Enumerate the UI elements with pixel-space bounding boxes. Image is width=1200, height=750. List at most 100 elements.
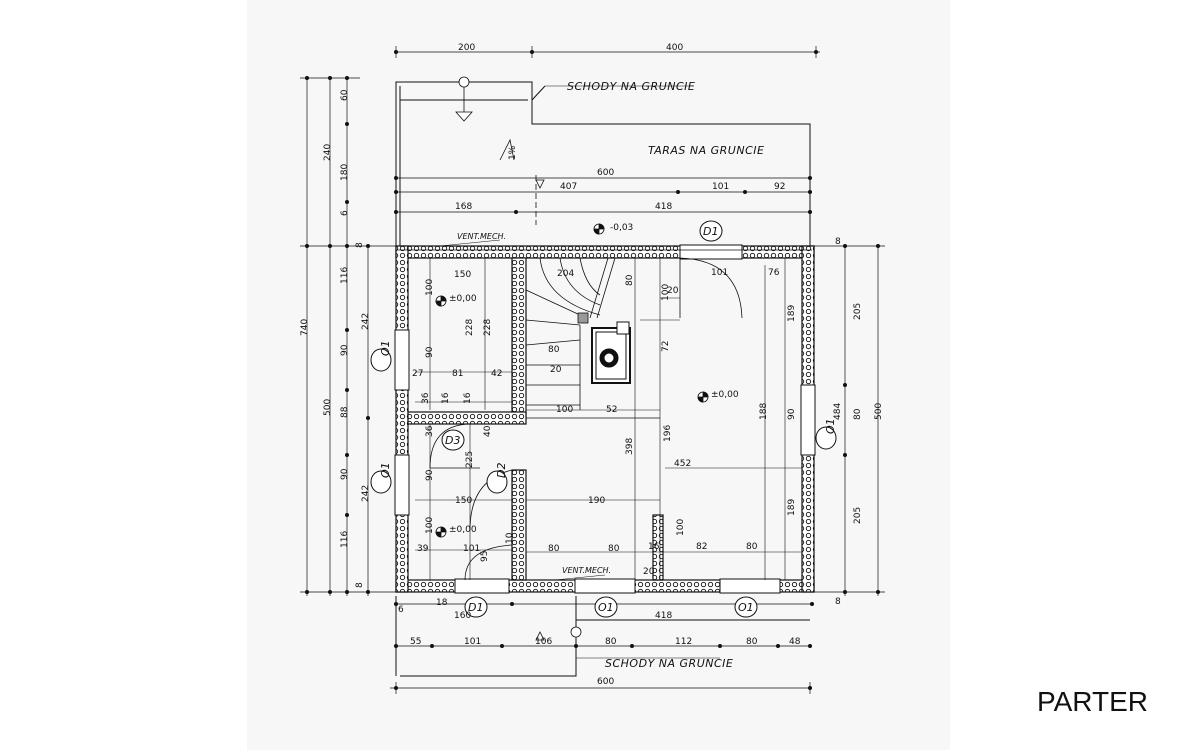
label-stairs-top: SCHODY NA GRUNCIE (567, 80, 695, 93)
tag-d3: D3 (445, 434, 460, 447)
dim-right-8b: 8 (835, 597, 841, 607)
dim-r80a: 80 (625, 274, 635, 286)
label-slope: 1% (508, 145, 518, 160)
dim-b80b: 80 (746, 637, 758, 647)
dim-r101c: 101 (711, 268, 728, 278)
dim-left-242a: 242 (361, 313, 371, 330)
dim-b418: 418 (655, 611, 672, 621)
dim-r81: 81 (452, 369, 463, 379)
dim-r20c: 20 (643, 567, 655, 577)
dim-left-88: 88 (340, 406, 350, 418)
dim-r452: 452 (674, 459, 691, 469)
dim-r16b: 16 (463, 392, 473, 404)
dim-r90a: 90 (425, 346, 435, 358)
dim-101a: 101 (712, 182, 729, 192)
dim-r27: 27 (412, 369, 423, 379)
dim-r228a: 228 (465, 319, 475, 336)
dim-top-200: 200 (458, 43, 475, 53)
dim-r42: 42 (491, 369, 502, 379)
dim-r189a: 189 (787, 305, 797, 322)
wall-openings (394, 244, 816, 594)
dim-left-6a: 6 (340, 210, 350, 216)
tag-d2: D2 (495, 463, 508, 478)
dim-left-116a: 116 (340, 267, 350, 284)
dim-r20a: 20 (667, 286, 679, 296)
dim-r95: 95 (480, 551, 490, 562)
dim-600a: 600 (597, 168, 614, 178)
dim-b600: 600 (597, 677, 614, 687)
leader-vent-top (439, 239, 501, 247)
dim-left-242b: 242 (361, 485, 371, 502)
dim-r150a: 150 (454, 270, 471, 280)
label-vent-top: VENT.MECH. (457, 232, 506, 241)
stair-arrows (455, 76, 582, 641)
dim-left-500: 500 (323, 399, 333, 416)
dim-left-60: 60 (340, 89, 350, 101)
dim-r76: 76 (768, 268, 780, 278)
dim-b48: 48 (789, 637, 801, 647)
dim-right-205a: 205 (853, 303, 863, 320)
label-vent-bottom: VENT.MECH. (562, 566, 611, 575)
tag-circles (370, 220, 837, 618)
dim-r204: 204 (557, 269, 574, 279)
dim-r100b: 100 (425, 517, 435, 534)
dim-92: 92 (774, 182, 785, 192)
dim-b55: 55 (410, 637, 421, 647)
dim-b80a: 80 (605, 637, 617, 647)
tag-o1-left-bottom: O1 (379, 462, 392, 478)
dim-r80d: 80 (608, 544, 620, 554)
chimney (591, 321, 631, 384)
dim-b160: 160 (454, 611, 471, 621)
dim-r36b: 36 (425, 425, 435, 437)
dim-r484: 484 (833, 403, 843, 420)
tag-o1-right: O1 (824, 418, 837, 434)
dim-left-740: 740 (300, 319, 310, 336)
level-room-left-top: ±0,00 (449, 294, 477, 304)
door-swings (429, 257, 743, 581)
dim-top-400: 400 (666, 43, 683, 53)
level-room-left-bottom: ±0,00 (449, 525, 477, 535)
label-stairs-bottom: SCHODY NA GRUNCIE (605, 657, 733, 670)
dim-168: 168 (455, 202, 472, 212)
label-terrace: TARAS NA GRUNCIE (648, 144, 764, 157)
dim-r36a: 36 (421, 392, 431, 404)
dim-r10: 10 (505, 532, 515, 544)
room-lines (408, 257, 802, 580)
staircase (525, 257, 660, 419)
dim-407: 407 (560, 182, 577, 192)
dim-r18: 18 (436, 598, 448, 608)
tag-d1-bottom: D1 (468, 601, 483, 614)
dim-r52: 52 (606, 405, 617, 415)
level-main-room: ±0,00 (711, 390, 739, 400)
dim-r228b: 228 (483, 319, 493, 336)
dim-r80b: 80 (548, 345, 560, 355)
dim-r39: 39 (417, 544, 429, 554)
leader-vent-bottom (554, 574, 606, 581)
dim-r100a: 100 (425, 279, 435, 296)
dim-right-205b: 205 (853, 507, 863, 524)
tag-o1-bottom-1: O1 (598, 601, 614, 614)
level-entrance: -0,03 (610, 223, 633, 233)
terrace-outline (395, 81, 811, 677)
dim-left-8b: 8 (355, 582, 365, 588)
dim-r82: 82 (696, 542, 707, 552)
dim-r90c: 90 (787, 408, 797, 420)
dim-r188: 188 (759, 403, 769, 420)
dim-r100e: 100 (676, 519, 686, 536)
level-markers (435, 223, 709, 538)
dim-r40: 40 (483, 425, 493, 437)
dim-r100d: 100 (556, 405, 573, 415)
dim-r20b: 20 (550, 365, 562, 375)
dim-r80c: 80 (548, 544, 560, 554)
dim-left-90a: 90 (340, 344, 350, 356)
dim-left-116b: 116 (340, 531, 350, 548)
dim-right-8a: 8 (835, 237, 841, 247)
dim-b106: 106 (535, 637, 552, 647)
dim-r150b: 150 (455, 496, 472, 506)
dim-r190: 190 (588, 496, 605, 506)
dim-b6: 6 (398, 605, 404, 615)
dim-b101: 101 (464, 637, 481, 647)
dim-r16c: 16 (648, 542, 660, 552)
dimension-ticks (305, 50, 880, 690)
